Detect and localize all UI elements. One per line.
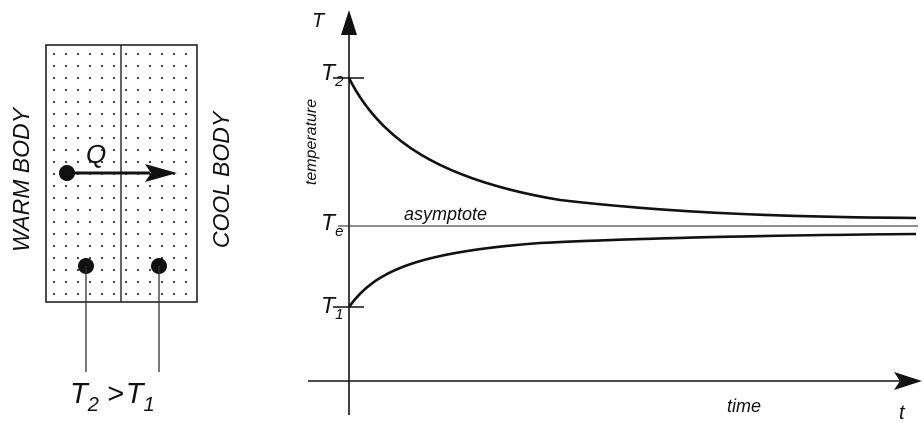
tick-label-t2: T2	[321, 59, 344, 90]
x-axis-symbol: t	[899, 402, 906, 423]
warming-curve	[347, 232, 917, 308]
x-axis-arrowhead	[894, 372, 922, 390]
relation-right-sub: 1	[144, 394, 155, 416]
temperature-relation: T2>T1	[70, 378, 155, 416]
relation-left: T	[70, 378, 90, 410]
heat-flow-arrowhead	[145, 164, 177, 182]
y-axis-symbol: T	[312, 10, 326, 32]
relation-right: T	[126, 378, 146, 410]
bodies-panel: WARM BODY COOL BODY Q T2>T1	[8, 44, 234, 416]
relation-operator: >	[107, 378, 124, 410]
tick-label-t1: T1	[321, 292, 343, 323]
y-axis-arrowhead	[341, 10, 357, 35]
temperature-graph: T temperature t time T2 Te T1 asymptote	[303, 10, 922, 423]
tick-label-te: Te	[321, 209, 343, 240]
relation-left-sub: 2	[87, 394, 99, 416]
y-axis-label: temperature	[303, 99, 320, 185]
warm-body-label: WARM BODY	[8, 106, 34, 252]
cooling-curve	[347, 77, 917, 220]
x-axis-label: time	[727, 396, 761, 416]
asymptote-label: asymptote	[404, 204, 487, 224]
heat-label: Q	[86, 139, 106, 169]
cool-body-label: COOL BODY	[208, 110, 234, 248]
